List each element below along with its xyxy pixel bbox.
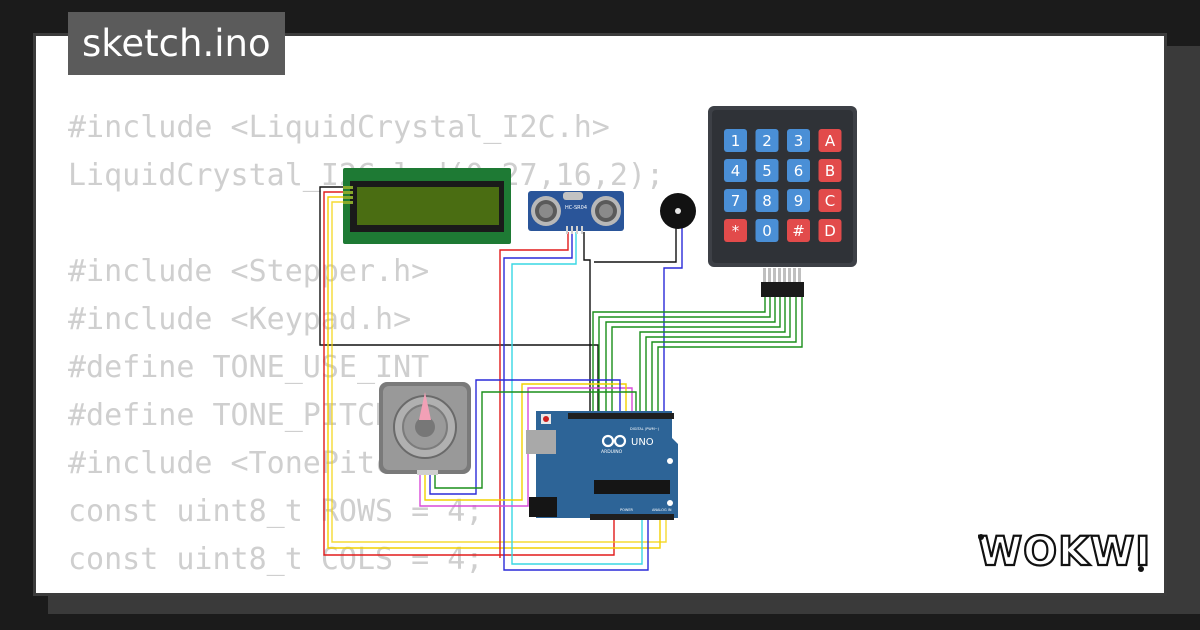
arduino-digital-label: DIGITAL (PWM~) [630,427,660,431]
code-line-9: const uint8_t ROWS = 4; [68,494,484,529]
wires [319,186,803,571]
wire-ultrasonic-gnd[interactable] [583,232,591,414]
keypad-key-label: 9 [794,192,804,210]
wokwi-wordmark: WOKWI [978,529,1148,575]
keypad-key-#[interactable] [787,219,810,242]
keypad-key-0[interactable] [755,219,779,242]
keypad-key-*[interactable] [724,219,747,242]
atmega-chip [594,480,670,494]
lcd-display[interactable] [343,168,511,244]
code-line-4: #include <Stepper.h> [68,254,430,289]
wire-lcd-scl[interactable] [331,201,667,543]
wire-buzzer-signal[interactable] [663,225,683,414]
arduino-model: UNO [631,437,654,448]
wire-lcd-gnd[interactable] [319,186,599,414]
wire-keypad-2[interactable] [598,297,771,414]
keypad-key-label: B [825,162,835,180]
keypad-key-label: 5 [762,162,772,180]
keypad-key-label: 1 [731,132,741,150]
power-jack [529,497,557,517]
code-editor: #include <LiquidCrystal_I2C.h>LiquidCrys… [68,104,664,593]
arduino-infinity-icon [601,434,627,448]
digital-header [568,413,674,419]
wire-stepper-4[interactable] [434,391,637,489]
keypad-key-label: D [824,222,836,240]
keypad-key-label: * [732,222,740,240]
wire-keypad-7[interactable] [651,297,797,414]
wire-keypad-1[interactable] [592,297,766,414]
keypad-key-label: 0 [762,222,772,240]
power-analog-header [590,514,674,520]
wire-keypad-3[interactable] [605,297,776,414]
wire-ultrasonic-vcc[interactable] [499,232,569,558]
keypad-key-label: 3 [794,132,804,150]
keypad-key-7[interactable] [724,189,747,212]
keypad-key-D[interactable] [818,219,842,242]
keypad-key-label: 6 [794,162,804,180]
keypad-4x4[interactable]: 1 2 3 A 4 5 6 B 7 8 9 C * 0 # D [708,106,857,297]
file-name-tab[interactable]: sketch.ino [68,12,285,75]
wire-ultrasonic-echo[interactable] [511,232,643,565]
arduino-analog-label: ANALOG IN [652,508,672,512]
code-line-1: #include <LiquidCrystal_I2C.h> [68,110,610,145]
wire-keypad-8[interactable] [657,297,803,414]
keypad-key-3[interactable] [787,129,810,152]
keypad-key-6[interactable] [787,159,810,182]
keypad-key-label: C [825,192,835,210]
wire-stepper-3[interactable] [429,379,621,495]
wire-lcd-sda[interactable] [327,196,661,549]
wire-keypad-4[interactable] [611,297,781,414]
wire-buzzer-gnd[interactable] [594,225,677,263]
stepper-motor[interactable] [379,382,471,475]
arduino-power-label: POWER [620,508,634,512]
ultrasonic-label: HC-SR04 [565,205,587,211]
keypad-key-2[interactable] [755,129,779,152]
keypad-key-label: # [792,222,805,240]
keypad-key-label: 8 [762,192,772,210]
keypad-key-label: 7 [731,192,741,210]
keypad-key-C[interactable] [818,189,842,212]
keypad-key-9[interactable] [787,189,810,212]
keypad-key-4[interactable] [724,159,747,182]
keypad-key-5[interactable] [755,159,779,182]
keypad-key-B[interactable] [818,159,842,182]
usb-port [526,430,556,454]
keypad-key-label: 4 [731,162,741,180]
keypad-key-1[interactable] [724,129,747,152]
keypad-key-A[interactable] [818,129,842,152]
keypad-key-8[interactable] [755,189,779,212]
wire-keypad-6[interactable] [645,297,791,414]
arduino-brand: ARDUINO [601,449,623,455]
code-line-6: #define TONE_USE_INT [68,350,430,385]
buzzer[interactable] [660,193,696,229]
keypad-key-label: 2 [762,132,772,150]
wire-keypad-5[interactable] [639,297,786,414]
reset-button [543,416,549,422]
code-line-5: #include <Keypad.h> [68,302,412,337]
wire-stepper-2[interactable] [424,383,627,501]
wire-ultrasonic-trig[interactable] [503,232,649,571]
wokwi-logo: WOKWI [978,528,1148,575]
ultrasonic-sensor[interactable]: HC-SR04 [528,191,624,234]
keypad-key-label: A [825,132,836,150]
preview-card: #include <LiquidCrystal_I2C.h>LiquidCrys… [33,33,1167,596]
arduino-uno[interactable]: UNO ARDUINO DIGITAL (PWM~) POWER ANALOG … [526,411,678,520]
code-line-11: char keys[ROWS][COLS] = { [68,584,664,593]
